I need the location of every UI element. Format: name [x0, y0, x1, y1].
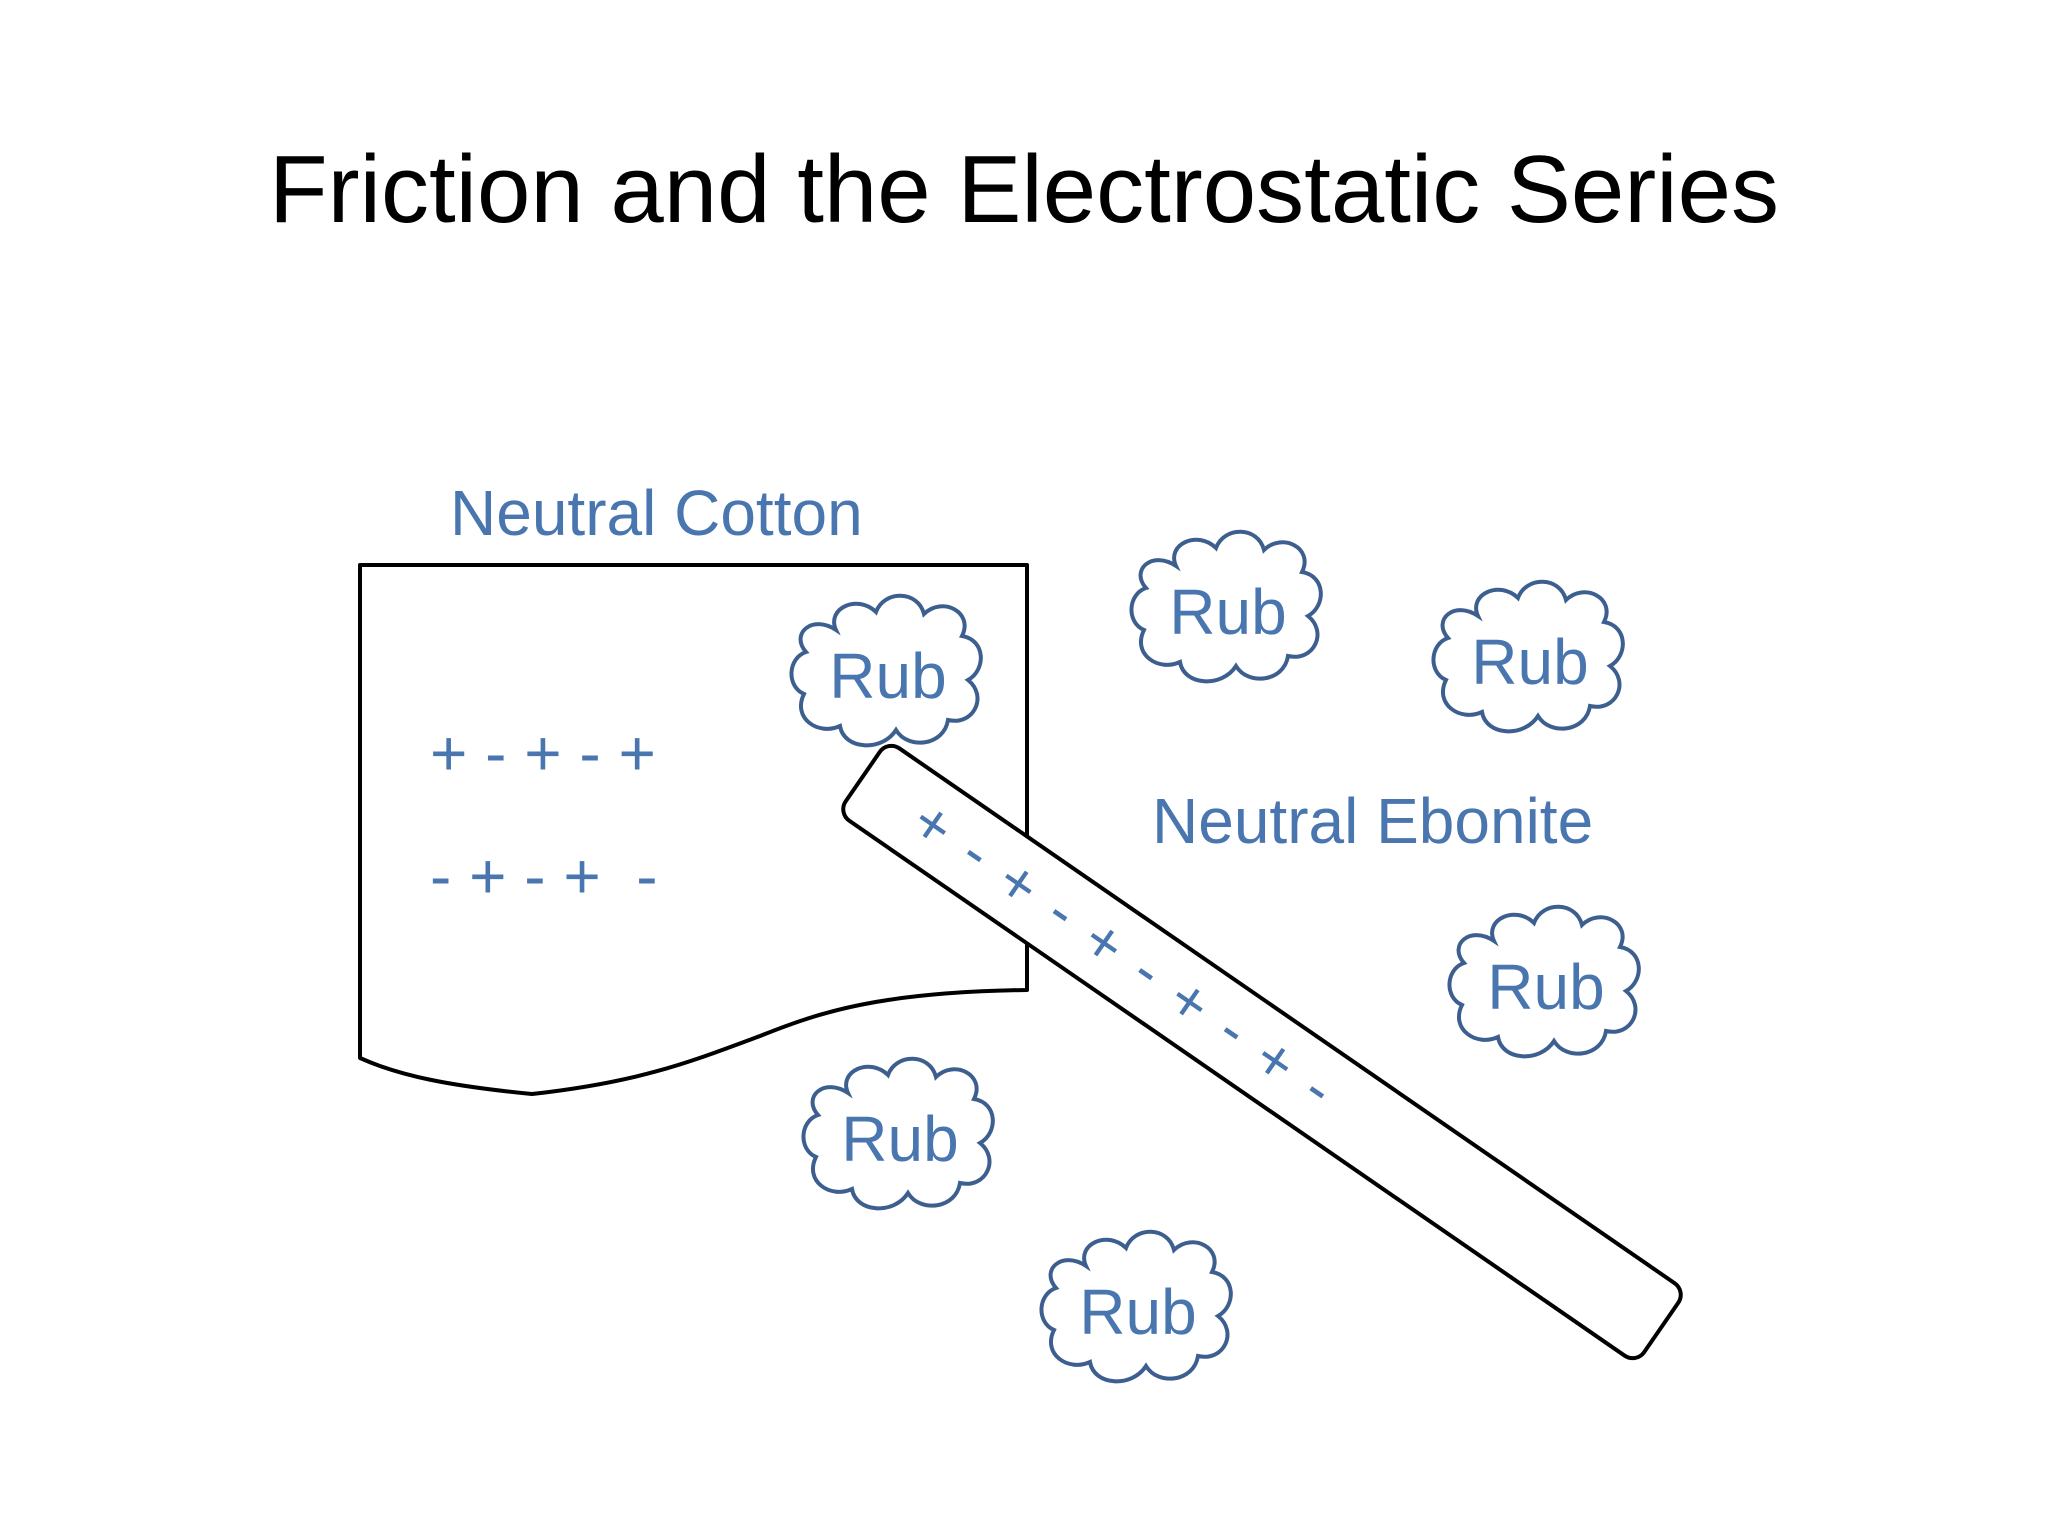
cotton-cloth: [358, 563, 1029, 1096]
rub-cloud: Rub: [801, 1056, 995, 1211]
rub-label: Rub: [1169, 576, 1286, 648]
rub-cloud: Rub: [1431, 579, 1625, 734]
page-title: Friction and the Electrostatic Series: [269, 136, 1779, 243]
rub-label: Rub: [841, 1103, 958, 1175]
rub-label: Rub: [1079, 1276, 1196, 1348]
cotton-charges-row-1: + - + - +: [430, 717, 656, 789]
rub-cloud: Rub: [1039, 1229, 1233, 1384]
cotton-label: Neutral Cotton: [450, 477, 863, 549]
rub-cloud: Rub: [1447, 904, 1641, 1059]
cotton-charges-row-2: - + - + -: [430, 840, 658, 912]
rub-label: Rub: [1487, 951, 1604, 1023]
rub-cloud: Rub: [789, 593, 983, 748]
ebonite-label: Neutral Ebonite: [1152, 785, 1593, 857]
ebonite-rod: [841, 743, 1683, 1361]
rub-label: Rub: [1471, 626, 1588, 698]
rub-label: Rub: [829, 640, 946, 712]
rub-cloud: Rub: [1129, 529, 1323, 684]
